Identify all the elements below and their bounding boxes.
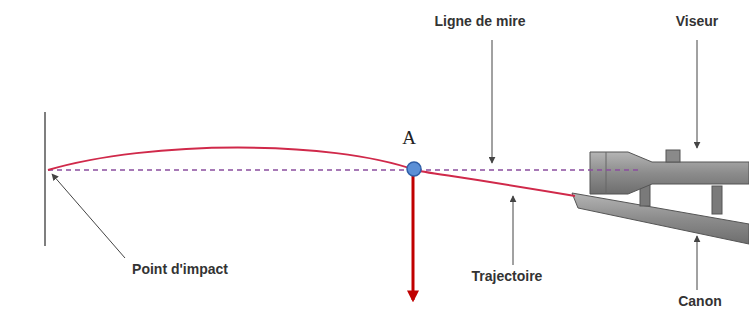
- leader-line: [52, 174, 125, 258]
- target-line: [44, 112, 46, 246]
- force-arrow: [412, 172, 415, 300]
- point-label: A: [402, 128, 416, 149]
- trajectory-curve: [48, 148, 575, 197]
- part-label: Ligne de mire: [434, 14, 525, 29]
- leader-line: [492, 40, 493, 163]
- point-a: [407, 162, 421, 176]
- part-label: Point d'impact: [132, 262, 228, 277]
- scope-ring: [606, 152, 607, 194]
- leader-line: [513, 196, 514, 265]
- line-of-sight: [48, 169, 640, 171]
- leader-line: [697, 40, 698, 148]
- part-label: Canon: [678, 294, 722, 309]
- scope-turret: [666, 150, 680, 162]
- part-label: Viseur: [676, 14, 719, 29]
- part-label: Trajectoire: [472, 269, 543, 284]
- scope-mount: [712, 186, 722, 214]
- leader-line: [697, 236, 698, 290]
